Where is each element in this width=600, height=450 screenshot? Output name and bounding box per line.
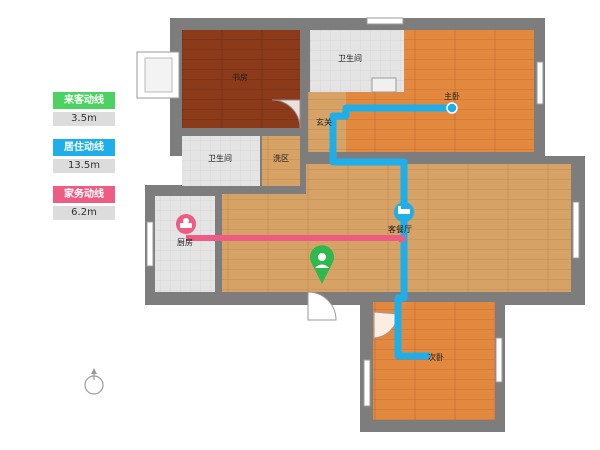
legend-chore-value: 6.2m [53, 206, 115, 220]
legend-chore-label: 家务动线 [53, 186, 115, 203]
person-icon [310, 245, 334, 284]
legend-living: 居住动线 13.5m [53, 139, 115, 173]
compass-icon [84, 368, 104, 395]
path-endpoint [446, 102, 458, 114]
bed-icon [394, 202, 414, 222]
windows [146, 17, 580, 407]
room-wash [262, 136, 300, 186]
label-wash: 洗区 [273, 153, 289, 163]
room-study [182, 30, 300, 128]
doors [271, 77, 399, 339]
room-kitchen [155, 196, 215, 292]
label-living: 客餐厅 [388, 224, 412, 234]
chore-path [186, 235, 405, 242]
label-entry: 玄关 [316, 117, 332, 127]
room-entry [308, 92, 346, 152]
cook-icon [176, 214, 196, 234]
label-bath1: 卫生间 [338, 53, 362, 63]
legend-living-label: 居住动线 [53, 139, 115, 156]
room-master [404, 30, 534, 152]
label-kitchen: 厨房 [177, 237, 193, 247]
living-path [329, 104, 452, 360]
legend-chore: 家务动线 6.2m [53, 186, 115, 220]
label-master: 主卧 [444, 91, 460, 101]
legend-living-value: 13.5m [53, 159, 115, 173]
label-bath2: 卫生间 [208, 153, 232, 163]
label-study: 书房 [232, 72, 248, 82]
legend-guest-value: 3.5m [53, 112, 115, 126]
room-master-ext [346, 92, 406, 152]
balcony [136, 51, 180, 99]
room-bath2 [182, 136, 260, 186]
legend-guest: 来客动线 3.5m [53, 92, 115, 126]
label-bedroom2: 次卧 [428, 352, 444, 362]
room-living-3 [408, 164, 571, 292]
legend-guest-label: 来客动线 [53, 92, 115, 109]
